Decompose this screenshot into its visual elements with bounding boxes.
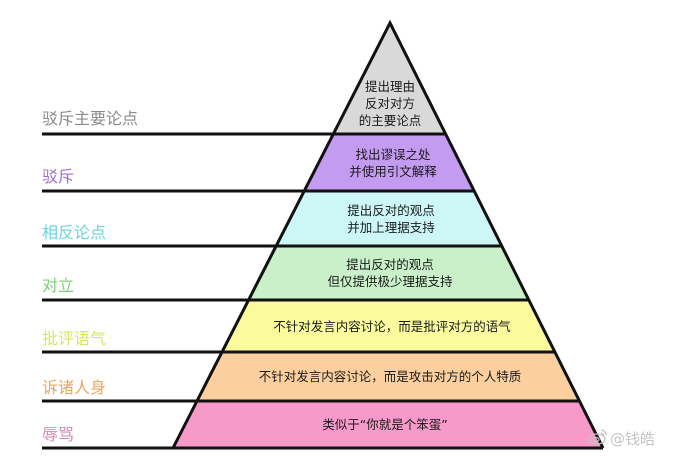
band-text-line: 不针对发言内容讨论，而是攻击对方的个人特质 [258,369,522,384]
weibo-icon [588,429,607,445]
band-text-line: 并加上理据支持 [347,220,435,235]
band-text-line: 找出谬误之处 [355,147,431,162]
band-text-line: 提出理由 [364,79,416,94]
band-text-counterargument: 提出反对的观点 并加上理据支持 [347,202,435,236]
level-label-contradiction: 对立 [42,276,75,295]
pyramid-band [173,401,603,448]
band-text-line: 但仅提供极少理据支持 [327,274,453,289]
level-label-name-calling: 辱骂 [42,425,75,444]
level-label-tone-criticism: 批评语气 [42,329,107,348]
band-text-ad-hominem: 不针对发言内容讨论，而是攻击对方的个人特质 [259,368,522,385]
band-text-tone-criticism: 不针对发言内容讨论，而是批评对方的语气 [273,318,511,335]
pyramid-band [248,246,529,300]
band-text-main-refutation: 提出理由 反对对方 的主要论点 [359,78,422,129]
pyramid-band [276,191,502,246]
band-text-contradiction: 提出反对的观点 但仅提供极少理据支持 [327,256,452,290]
band-text-line: 提出反对的观点 [346,257,434,272]
pyramid-band [333,23,446,134]
band-text-line: 提出反对的观点 [347,203,435,218]
band-text-line: 不针对发言内容讨论，而是批评对方的语气 [273,319,511,334]
pyramid-band [304,134,475,191]
band-text-refutation: 找出谬误之处 并使用引文解释 [349,146,437,180]
band-text-line: 反对对方 [364,96,416,111]
pyramid-band [222,300,555,352]
level-label-counterargument: 相反论点 [42,223,107,242]
band-text-line: 类似于“你就是个笨蛋” [322,417,448,432]
level-label-refutation: 驳斥 [42,167,75,186]
pyramid-band [196,352,580,401]
band-text-line: 的主要论点 [358,113,422,128]
level-label-main-refutation: 驳斥主要论点 [42,109,139,128]
level-label-ad-hominem: 诉诸人身 [42,378,107,397]
watermark-text: @钱皓 [610,430,656,448]
pyramid-outline [171,19,605,449]
band-text-line: 并使用引文解释 [349,164,437,179]
band-text-name-calling: 类似于“你就是个笨蛋” [322,416,447,433]
